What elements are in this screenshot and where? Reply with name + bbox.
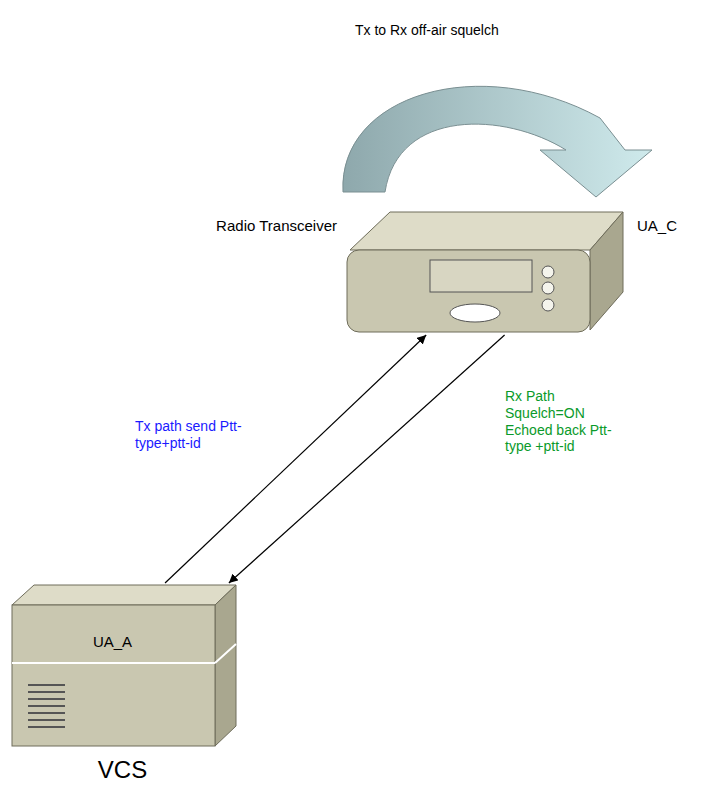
path-label: Tx path send Ptt-type+ptt-id — [135, 418, 253, 452]
front-face — [12, 605, 215, 746]
knob — [542, 282, 554, 294]
vent-slot — [28, 691, 65, 693]
device-name: Radio Transceiver — [216, 217, 337, 235]
top-face — [350, 212, 623, 250]
path-label: Rx Path Squelch=ON Echoed back Ptt-type … — [505, 388, 623, 455]
side-face — [215, 585, 236, 746]
knob — [542, 299, 554, 311]
button — [450, 304, 500, 322]
curved-arrow — [343, 86, 652, 197]
vent-slot — [28, 684, 65, 686]
side-face — [590, 212, 623, 330]
device-id: UA_C — [637, 217, 677, 235]
annotation: Tx to Rx off-air squelch — [355, 22, 499, 38]
vent-slot — [28, 712, 65, 714]
vent-slot — [28, 698, 65, 700]
vent-slot — [28, 705, 65, 707]
radio-transceiver: Radio TransceiverUA_C — [345, 205, 625, 335]
signal-path — [165, 335, 426, 583]
device-outline — [345, 205, 625, 335]
vcs-unit: UA_AVCS — [10, 583, 238, 748]
knob — [542, 266, 554, 278]
device-name: VCS — [10, 756, 235, 785]
vent-slot — [28, 719, 65, 721]
top-face — [12, 585, 236, 605]
front-face — [347, 250, 590, 332]
display — [430, 260, 532, 292]
device-outline — [10, 583, 238, 748]
vent-slot — [28, 726, 65, 728]
device-id: UA_A — [10, 633, 215, 651]
signal-path — [229, 335, 505, 583]
